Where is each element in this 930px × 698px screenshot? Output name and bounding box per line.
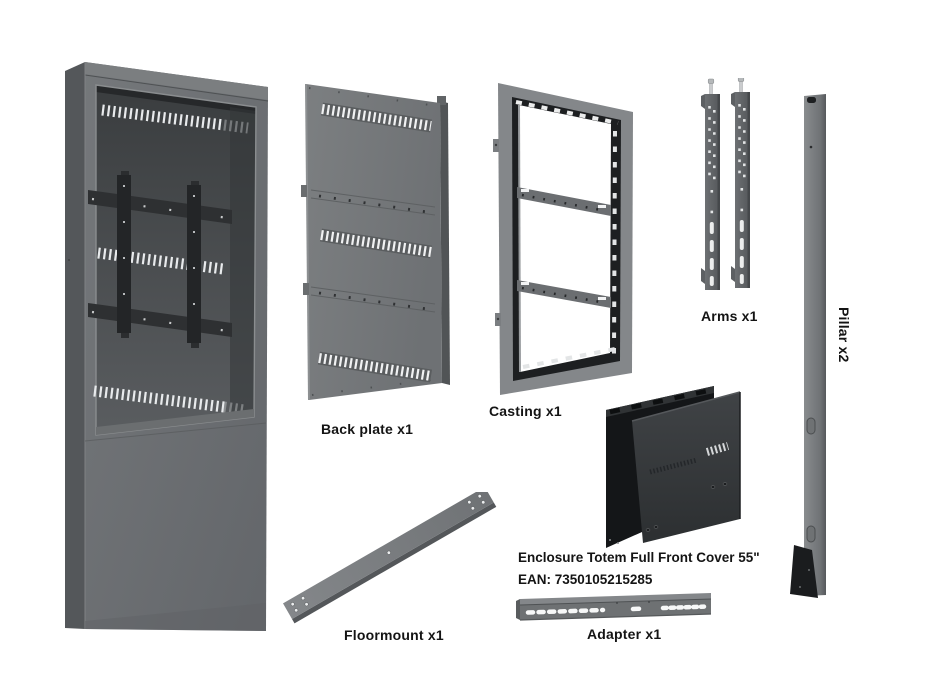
back-plate-label: Back plate x1 bbox=[321, 421, 414, 437]
arm-left bbox=[699, 77, 722, 292]
pillar-illustration bbox=[788, 90, 848, 615]
adapter-label: Adapter x1 bbox=[587, 626, 662, 642]
pillar-foot bbox=[790, 545, 818, 598]
adapter-flange bbox=[520, 593, 711, 605]
floormount-bar bbox=[283, 486, 497, 624]
front-cover-illustration bbox=[596, 370, 756, 555]
casting-crossbars bbox=[517, 187, 611, 308]
totem-vesa-bracket bbox=[88, 171, 232, 348]
arms-label: Arms x1 bbox=[701, 308, 758, 324]
front-cover-caption: Enclosure Totem Full Front Cover 55" EAN… bbox=[518, 547, 760, 591]
arm-right bbox=[729, 75, 752, 290]
back-plate-illustration bbox=[295, 75, 460, 415]
floormount-label: Floormount x1 bbox=[344, 627, 444, 643]
casting-illustration bbox=[488, 76, 648, 416]
pillar-label: Pillar x2 bbox=[836, 307, 852, 363]
casting-label: Casting x1 bbox=[489, 403, 562, 419]
floormount-illustration bbox=[283, 486, 503, 642]
totem-enclosure-illustration bbox=[60, 55, 275, 645]
arms-illustration bbox=[697, 75, 759, 311]
adapter-bar bbox=[520, 599, 711, 620]
cover-front-panel bbox=[632, 392, 740, 543]
front-cover-title: Enclosure Totem Full Front Cover 55" bbox=[518, 550, 760, 565]
adapter-illustration bbox=[513, 585, 718, 635]
front-cover-ean: EAN: 7350105215285 bbox=[518, 572, 653, 587]
totem-opening bbox=[96, 85, 256, 435]
pillar-bar bbox=[804, 94, 826, 596]
totem-side-wall bbox=[65, 62, 85, 629]
